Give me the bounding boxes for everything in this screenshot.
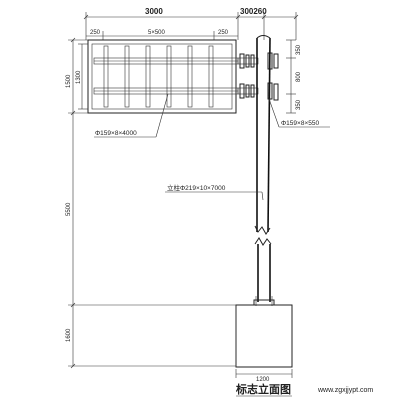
dim-top-right: 300260 [240,7,267,16]
dim-right-800: 800 [296,71,302,82]
label-pipe-arm: Φ159×8×550 [281,120,319,127]
dim-left-1500: 1500 [66,74,72,88]
left-dimension-lines [68,37,236,369]
column-lower [253,237,275,306]
drawing-title: 标志立面图 [235,382,291,396]
leader-lines [94,93,330,201]
dim-left-5500: 5500 [66,202,72,216]
sign-panel [87,39,239,114]
cantilever-arms [237,52,279,101]
dim-panel-right: 250 [218,30,229,36]
dim-right-350-bot: 350 [296,99,302,110]
dim-panel-mid: 5×500 [148,30,166,36]
dim-left-1300: 1300 [76,70,82,84]
right-dimension-lines [286,39,296,114]
top-dimension-lines [83,12,299,40]
dim-panel-left: 250 [90,30,101,36]
watermark: www.zgxjjypt.com [317,387,373,394]
dim-top-total: 3000 [145,7,163,16]
label-column: 立柱Φ219×10×7000 [167,183,226,192]
dim-left-1600: 1600 [66,328,72,342]
dim-bottom-1200: 1200 [256,377,270,383]
bottom-dimension-line [235,369,293,378]
foundation [235,304,293,368]
dim-right-350-top: 350 [296,44,302,55]
column-upper [254,35,271,235]
label-pipe-main: Φ159×8×4000 [95,130,137,137]
